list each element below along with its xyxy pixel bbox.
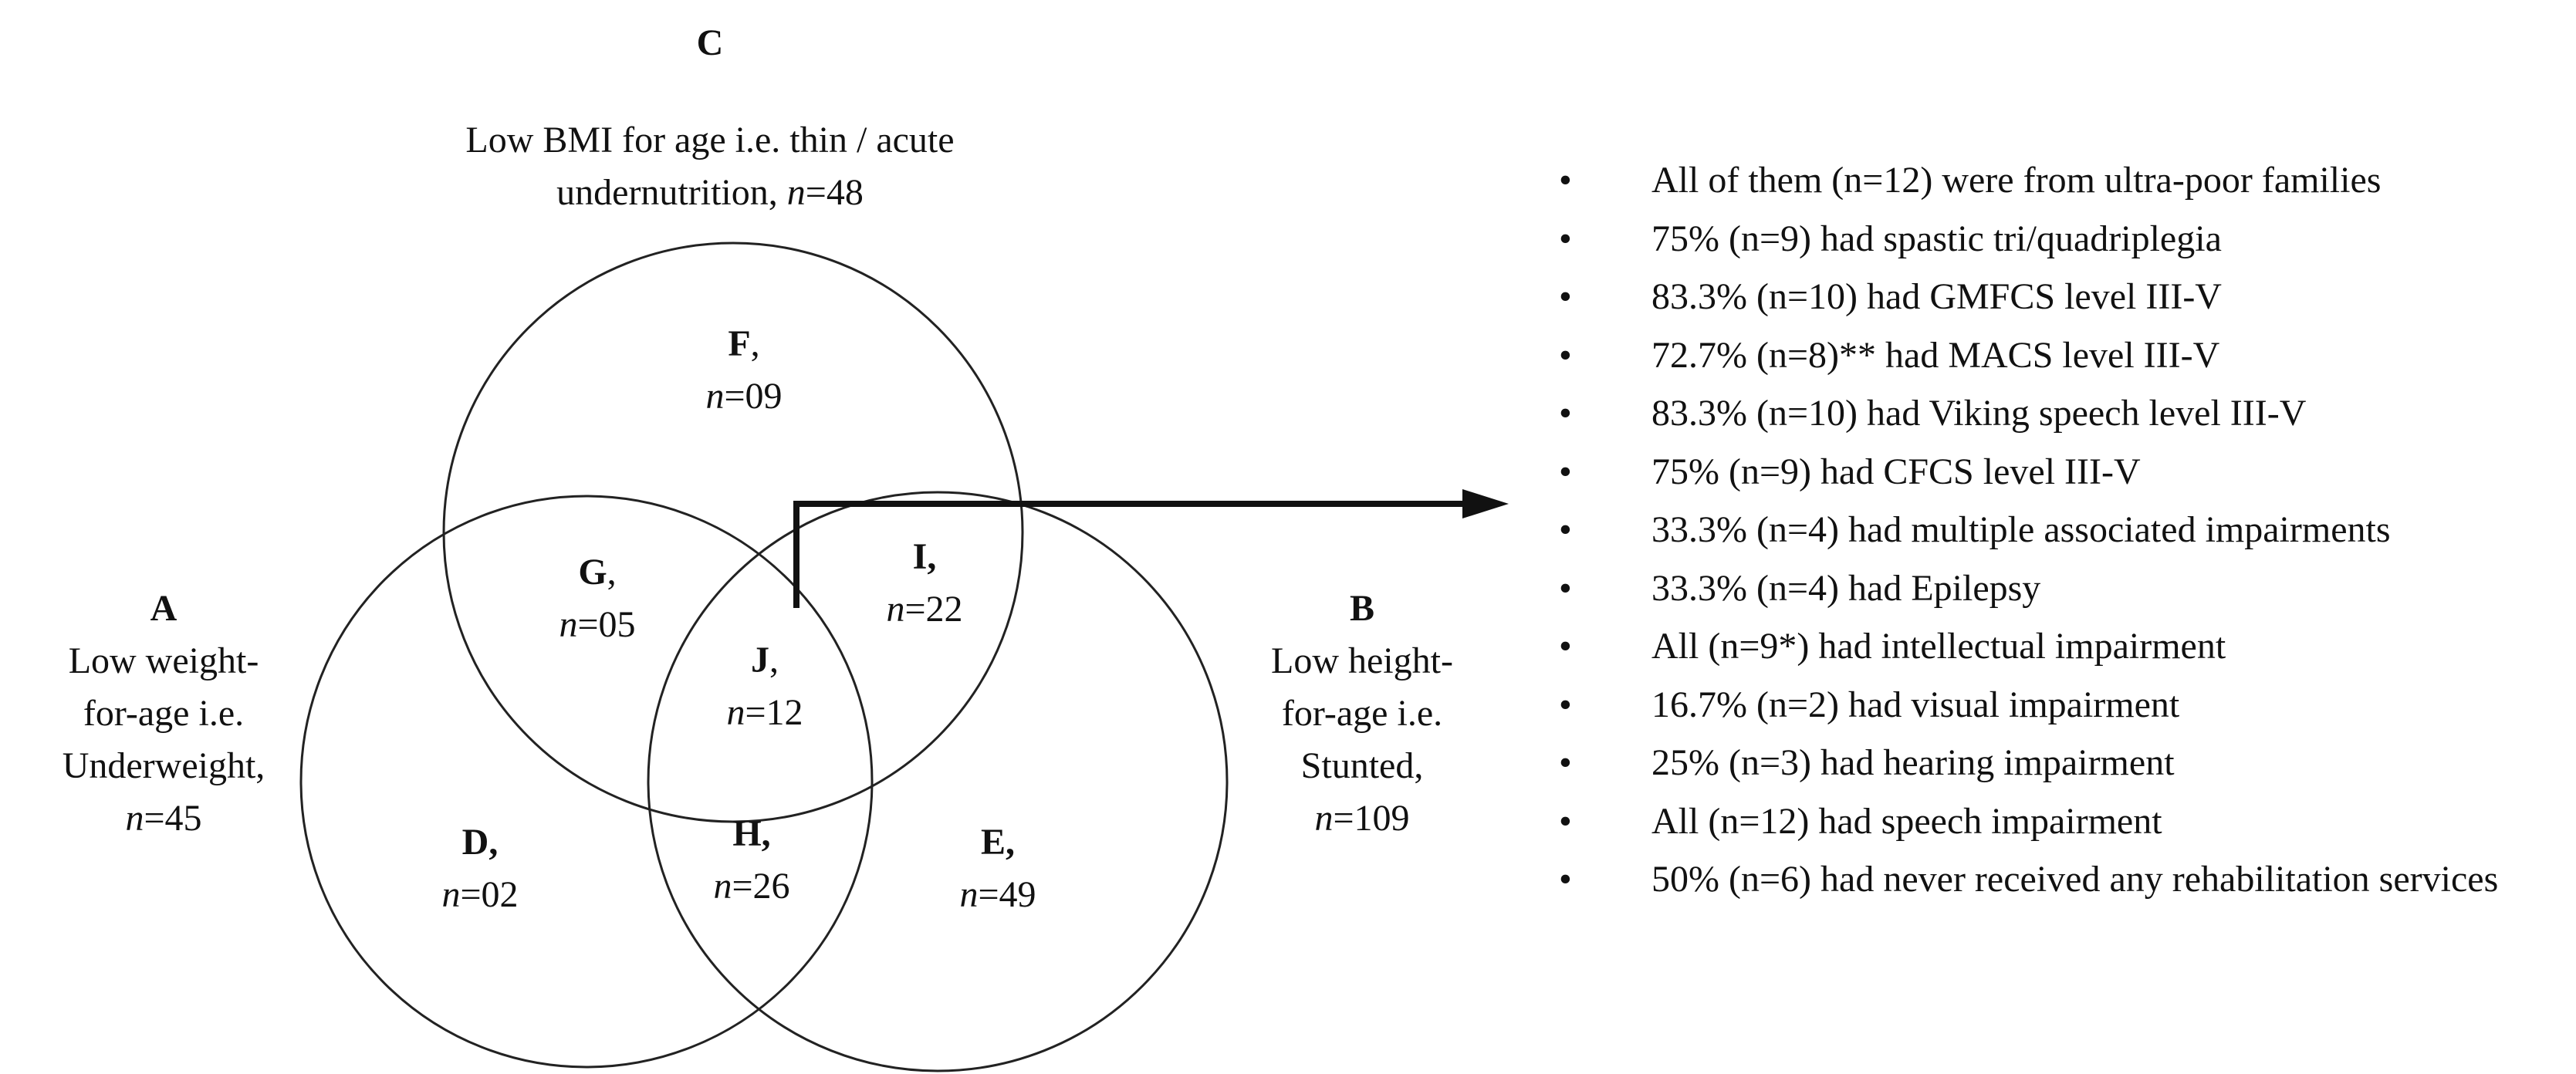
region-h-n-prefix: n bbox=[713, 866, 732, 907]
region-g-label: G, n=05 bbox=[520, 546, 674, 651]
region-g-n-prefix: n bbox=[559, 604, 578, 645]
region-h-n-value: =26 bbox=[732, 866, 790, 907]
region-g-letter: G bbox=[578, 552, 607, 593]
region-f-n-prefix: n bbox=[705, 376, 725, 417]
set-c-desc-line2: undernutrition, bbox=[556, 172, 787, 213]
set-b-n-value: =109 bbox=[1333, 798, 1410, 839]
region-e-n-prefix: n bbox=[959, 874, 979, 915]
region-h-comma: , bbox=[761, 813, 771, 854]
list-item: 16.7% (n=2) had visual impairment bbox=[1559, 676, 2570, 735]
set-c-letter: C bbox=[696, 22, 724, 63]
region-f-label: F, n=09 bbox=[667, 318, 821, 423]
list-item: 75% (n=9) had spastic tri/quadriplegia bbox=[1559, 210, 2570, 268]
region-g-comma: , bbox=[607, 552, 617, 593]
region-j-letter: J bbox=[751, 640, 769, 681]
region-i-n-prefix: n bbox=[886, 589, 905, 630]
arrow-head bbox=[1462, 489, 1509, 518]
list-item: All of them (n=12) were from ultra-poor … bbox=[1559, 151, 2570, 210]
region-i-label: I, n=22 bbox=[847, 531, 1002, 636]
set-b-letter: B bbox=[1349, 588, 1374, 629]
region-d-label: D, n=02 bbox=[403, 816, 557, 921]
region-e-n-value: =49 bbox=[978, 874, 1036, 915]
region-h-label: H, n=26 bbox=[674, 808, 829, 913]
list-item: 72.7% (n=8)** had MACS level III-V bbox=[1559, 326, 2570, 385]
region-d-letter: D bbox=[461, 822, 489, 863]
region-g-n-value: =05 bbox=[577, 604, 636, 645]
set-b-n-prefix: n bbox=[1314, 798, 1334, 839]
region-f-letter: F bbox=[728, 323, 751, 364]
region-j-n-value: =12 bbox=[745, 692, 803, 733]
region-i-n-value: =22 bbox=[904, 589, 963, 630]
region-d-comma: , bbox=[488, 822, 499, 863]
set-a-letter: A bbox=[150, 588, 177, 629]
region-e-comma: , bbox=[1006, 822, 1015, 863]
region-h-letter: H bbox=[732, 813, 762, 854]
circle-c-bmi bbox=[442, 241, 1024, 823]
circle-b-height bbox=[647, 491, 1229, 1072]
region-e-letter: E bbox=[980, 822, 1006, 863]
set-b-desc-line3: Stunted, bbox=[1300, 745, 1424, 786]
region-j-characteristics-list: All of them (n=12) were from ultra-poor … bbox=[1559, 151, 2570, 909]
region-d-n-prefix: n bbox=[441, 874, 461, 915]
list-item: All (n=9*) had intellectual impairment bbox=[1559, 617, 2570, 676]
region-i-letter: I bbox=[912, 536, 928, 577]
set-c-desc-line1: Low BMI for age i.e. thin / acute bbox=[465, 120, 955, 160]
list-item: All (n=12) had speech impairment bbox=[1559, 792, 2570, 851]
list-item: 83.3% (n=10) had GMFCS level III-V bbox=[1559, 268, 2570, 326]
set-a-desc-line1: Low weight- bbox=[68, 640, 259, 681]
set-a-n-prefix: n bbox=[125, 798, 144, 839]
region-j-n-prefix: n bbox=[726, 692, 745, 733]
region-e-label: E, n=49 bbox=[921, 816, 1075, 921]
set-a-desc-line2: for-age i.e. bbox=[83, 693, 245, 734]
set-b-desc-line2: for-age i.e. bbox=[1281, 693, 1443, 734]
list-item: 33.3% (n=4) had multiple associated impa… bbox=[1559, 501, 2570, 559]
list-item: 25% (n=3) had hearing impairment bbox=[1559, 734, 2570, 792]
circle-a-weight bbox=[299, 495, 874, 1069]
set-b-desc-line1: Low height- bbox=[1271, 640, 1453, 681]
list-item: 50% (n=6) had never received any rehabil… bbox=[1559, 850, 2570, 909]
region-f-comma: , bbox=[750, 323, 760, 364]
venn-diagram bbox=[299, 241, 1509, 1072]
set-a-n-value: =45 bbox=[144, 798, 202, 839]
region-j-comma: , bbox=[769, 640, 779, 681]
list-item: 33.3% (n=4) had Epilepsy bbox=[1559, 559, 2570, 618]
set-a-desc-line3: Underweight, bbox=[62, 745, 265, 786]
region-j-label: J, n=12 bbox=[688, 634, 842, 739]
list-item: 83.3% (n=10) had Viking speech level III… bbox=[1559, 384, 2570, 443]
list-item: 75% (n=9) had CFCS level III-V bbox=[1559, 443, 2570, 502]
region-d-n-value: =02 bbox=[460, 874, 519, 915]
region-f-n-value: =09 bbox=[724, 376, 783, 417]
region-i-comma: , bbox=[927, 536, 937, 577]
set-c-n-prefix: n bbox=[786, 172, 806, 213]
set-c-n-value: =48 bbox=[805, 172, 864, 213]
arrow-connector bbox=[793, 501, 1462, 608]
